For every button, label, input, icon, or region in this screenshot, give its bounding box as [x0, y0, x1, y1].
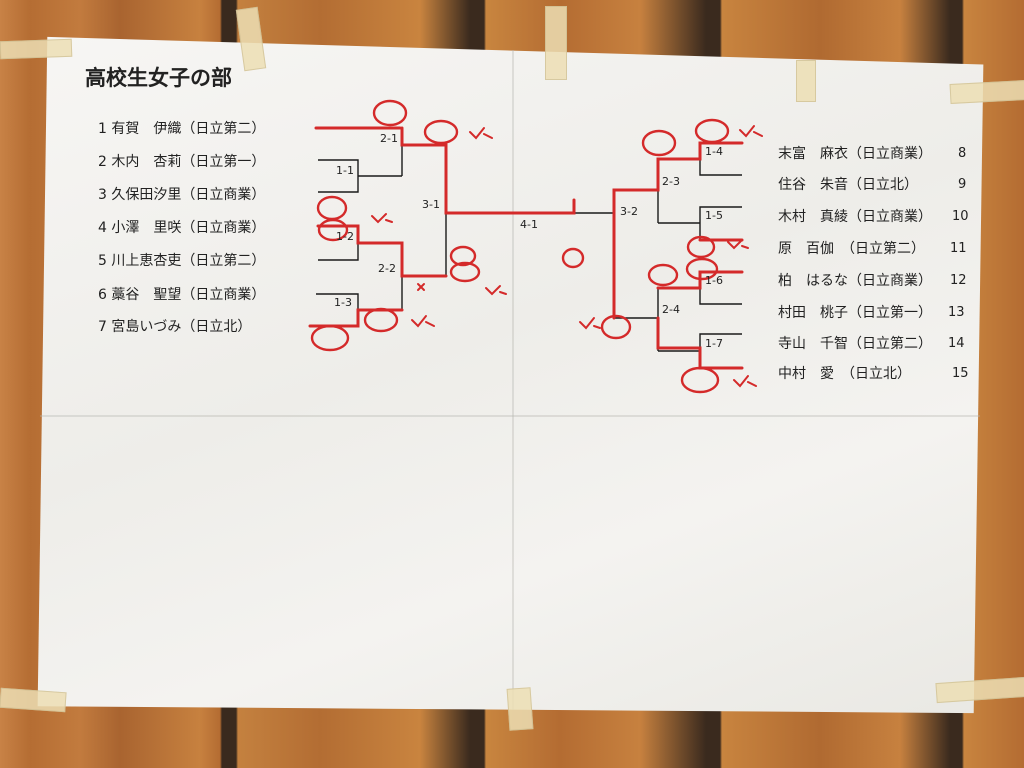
red-scribble-mark: [579, 317, 601, 330]
left-entrant: 3 久保田汐里（日立商業）: [98, 187, 266, 203]
red-scribble-mark: [469, 127, 493, 140]
left-entrant: 6 藁谷 聖望（日立商業）: [98, 287, 266, 303]
red-winner-line: [656, 316, 744, 370]
red-circle-mark: [449, 245, 477, 267]
red-winner-line: [308, 308, 404, 328]
red-circle-mark: [449, 261, 481, 283]
left-entrant: 5 川上恵杏吏（日立第二）: [98, 253, 266, 269]
red-circle-mark: [316, 195, 348, 221]
paper-fold-horizontal: [40, 415, 980, 417]
match-label: 2-2: [378, 262, 396, 275]
red-circle-mark: [372, 99, 408, 127]
red-scribble-mark: [371, 213, 393, 224]
right-entrant: 柏 はるな（日立商業）: [778, 273, 932, 289]
red-scribble-mark: [739, 125, 763, 138]
red-circle-mark: [686, 235, 716, 259]
match-label: 3-1: [422, 198, 440, 211]
left-entrant: 4 小澤 里咲（日立商業）: [98, 220, 266, 236]
left-entrant: 7 宮島いづみ（日立北）: [98, 319, 252, 335]
red-circle-mark: [310, 324, 350, 352]
red-circle-mark: [363, 307, 399, 333]
right-entrant-seed: 8: [958, 146, 967, 161]
paper-fold-vertical: [512, 50, 514, 710]
red-circle-mark: [561, 247, 585, 269]
right-entrant-seed: 14: [948, 336, 965, 351]
right-entrant: 木村 真綾（日立商業）: [778, 209, 932, 225]
match-label: 1-5: [705, 209, 723, 222]
right-entrant-seed: 12: [950, 273, 967, 288]
red-scribble-mark: [733, 375, 757, 388]
right-entrant: 寺山 千智（日立第二）: [778, 336, 932, 352]
red-scribble-mark: [727, 239, 749, 250]
tournament-bracket-poster: [37, 36, 984, 714]
right-entrant-seed: 11: [950, 241, 967, 256]
red-circle-mark: [680, 366, 720, 394]
match-label: 2-1: [380, 132, 398, 145]
match-label: 1-4: [705, 145, 723, 158]
right-entrant-seed: 15: [952, 366, 969, 381]
red-winner-line: [316, 224, 448, 278]
right-entrant: 原 百伽 （日立第二）: [778, 241, 925, 257]
match-label: 4-1: [520, 218, 538, 231]
red-cross-mark: [417, 283, 425, 291]
match-label: 2-3: [662, 175, 680, 188]
red-scribble-mark: [485, 285, 507, 296]
left-entrant: 1 有賀 伊織（日立第二）: [98, 121, 266, 137]
right-entrant: 末富 麻衣（日立商業）: [778, 146, 932, 162]
masking-tape-top-right-vertical: [796, 60, 816, 102]
masking-tape-top-center-right: [545, 6, 567, 80]
poster-title: 高校生女子の部: [85, 66, 232, 90]
red-circle-mark: [317, 218, 349, 242]
match-label: 1-2: [336, 230, 354, 243]
red-circle-mark: [694, 118, 730, 144]
right-entrant-seed: 13: [948, 305, 965, 320]
left-entrant: 2 木内 杏莉（日立第一）: [98, 154, 266, 170]
red-scribble-mark: [411, 315, 435, 328]
right-entrant: 村田 桃子（日立第一）: [778, 305, 932, 321]
match-label: 1-3: [334, 296, 352, 309]
red-circle-mark: [647, 263, 679, 287]
match-label: 1-7: [705, 337, 723, 350]
right-entrant-seed: 9: [958, 177, 967, 192]
red-circle-mark: [600, 314, 632, 340]
red-circle-mark: [641, 129, 677, 157]
match-label: 1-6: [705, 274, 723, 287]
right-entrant: 住谷 朱音（日立北）: [778, 177, 918, 193]
match-label: 3-2: [620, 205, 638, 218]
match-label: 2-4: [662, 303, 680, 316]
red-winner-line: [612, 141, 744, 320]
red-circle-mark: [685, 257, 719, 281]
right-entrant-seed: 10: [952, 209, 969, 224]
right-entrant: 中村 愛 （日立北）: [778, 366, 911, 382]
red-winner-line: [400, 126, 576, 215]
match-label: 1-1: [336, 164, 354, 177]
red-circle-mark: [423, 119, 459, 145]
